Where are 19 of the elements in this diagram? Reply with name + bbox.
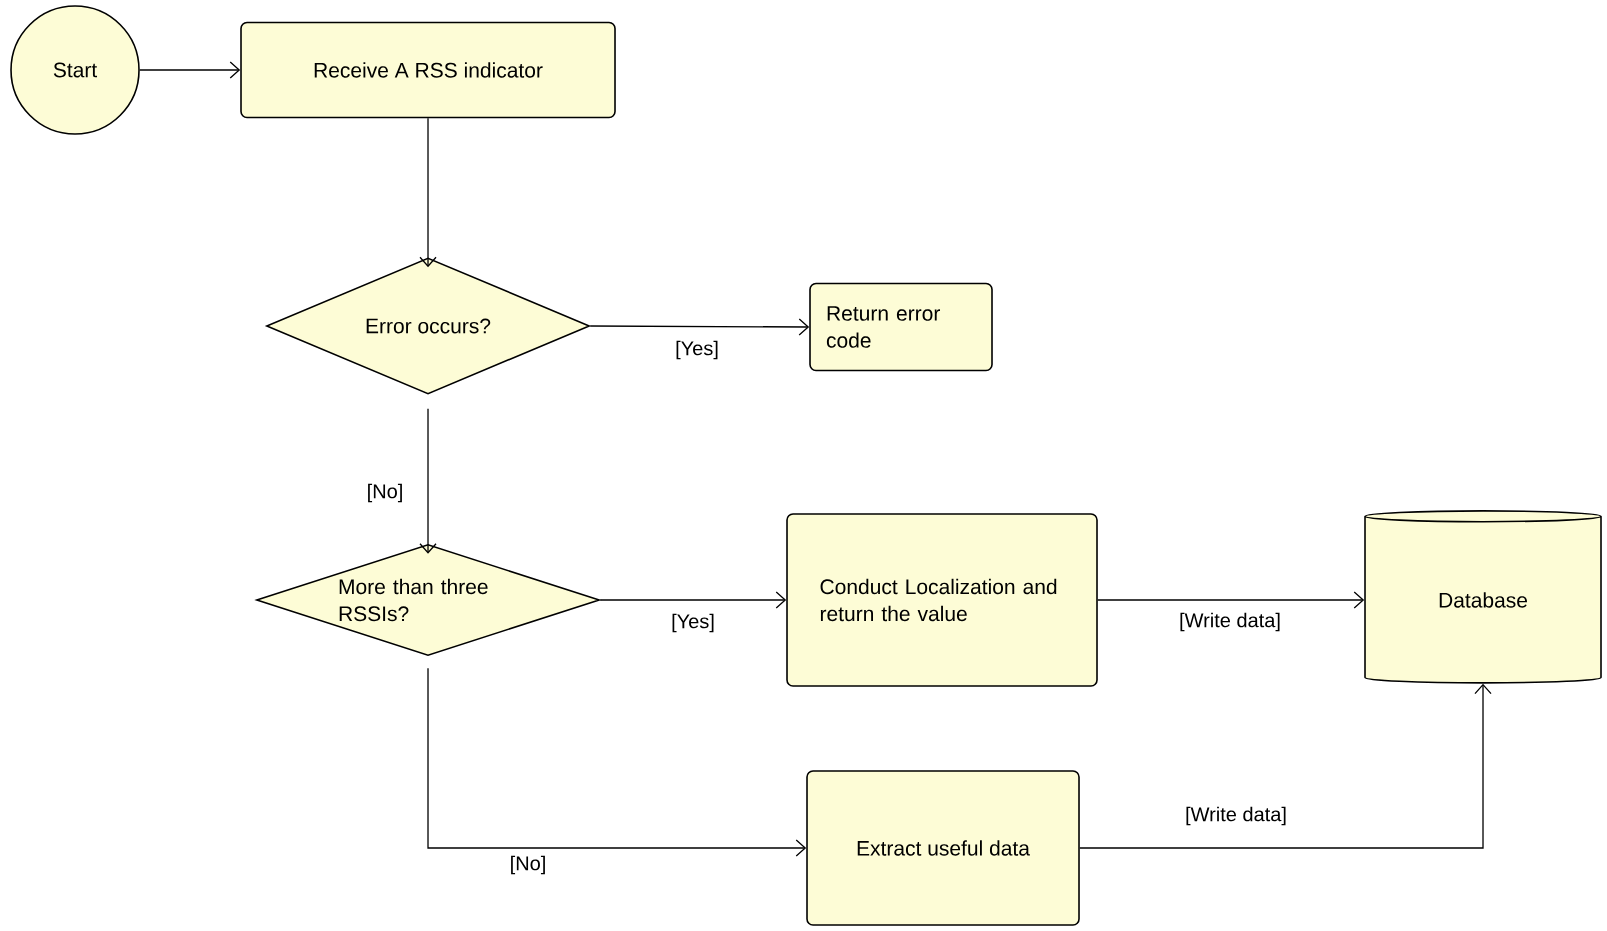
arrow [589,318,810,336]
arrow [599,591,787,609]
process-box: Return error code [809,282,993,372]
edge-label: [Yes] [674,339,720,361]
arrow [427,667,807,857]
process-box: Conduct Localization and return the value [786,513,1098,687]
edge-label: [Write data] [1178,611,1282,633]
edge-label: [No] [365,482,405,504]
arrow [419,117,437,268]
edge-label: [Yes] [670,612,716,634]
edge-label: [Write data] [1184,805,1288,827]
arrow [419,408,437,554]
arrow [1097,591,1365,609]
process-box: Extract useful data [806,770,1080,926]
arrow [139,61,241,79]
edge-label: [No] [508,854,548,876]
database-cylinder: Database [1364,510,1602,684]
arrow [1079,683,1492,849]
process-box: Receive A RSS indicator [240,21,616,119]
